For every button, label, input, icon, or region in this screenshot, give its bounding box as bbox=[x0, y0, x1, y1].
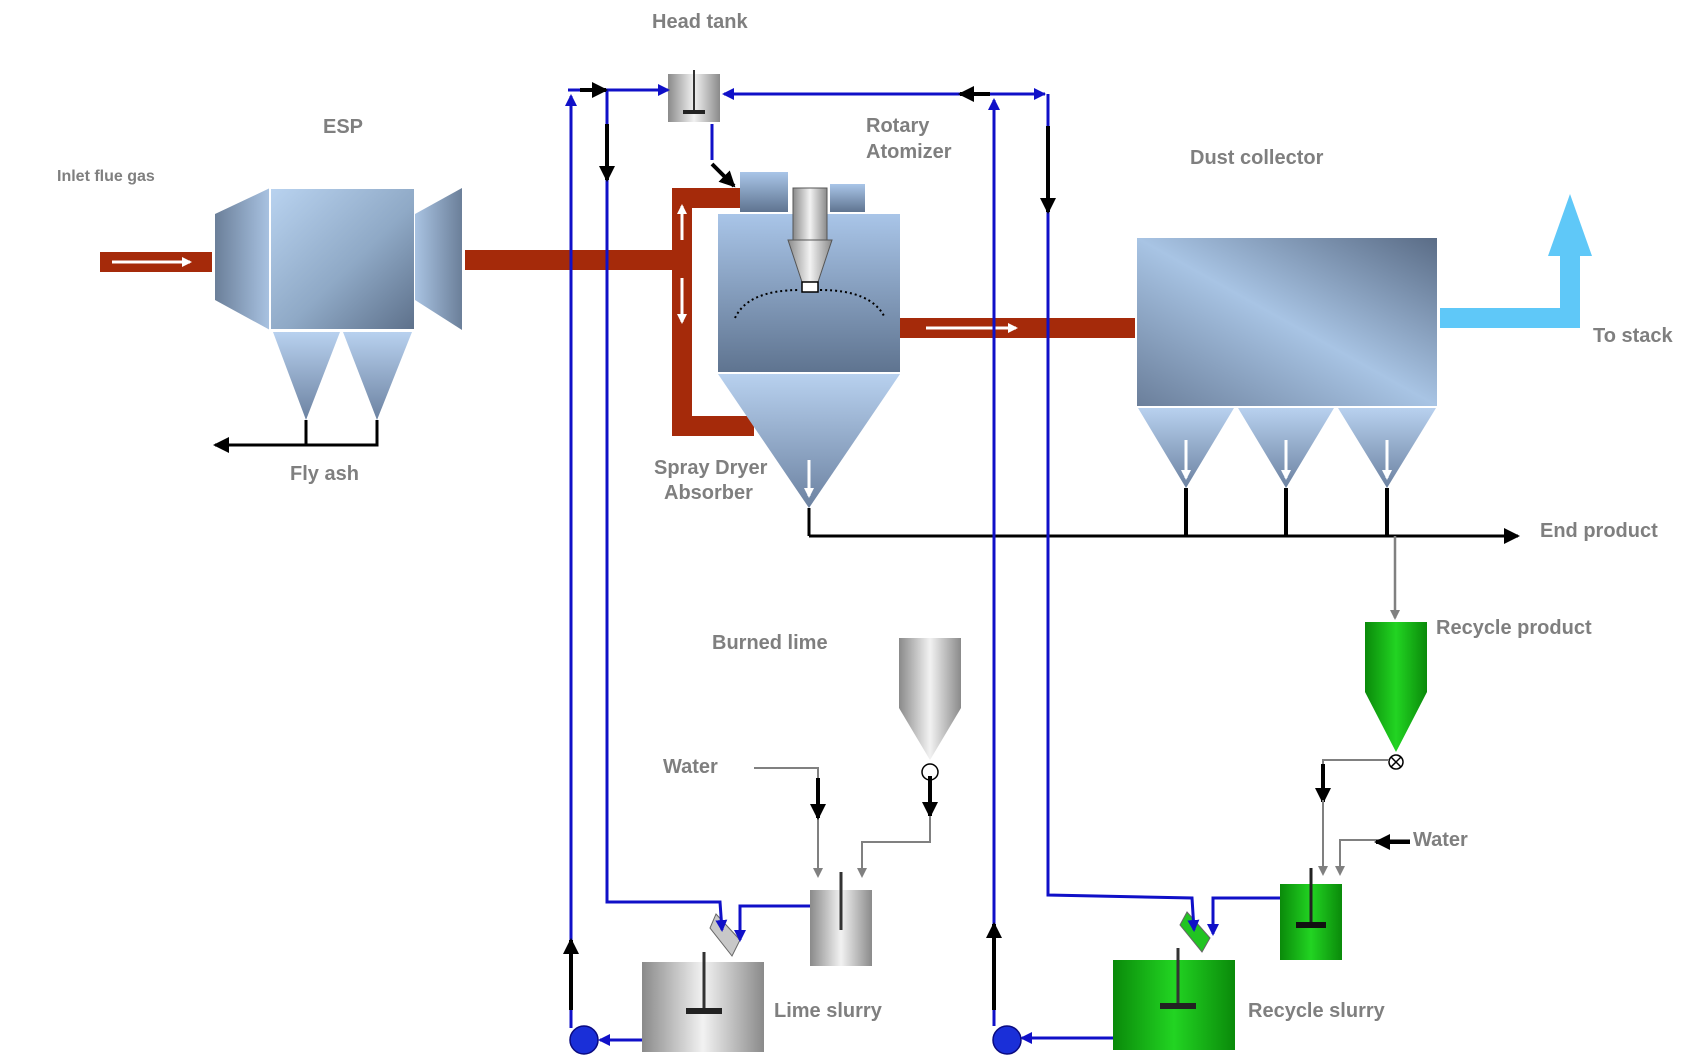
flue-gas-piping bbox=[100, 188, 1135, 436]
label-lime-slurry: Lime slurry bbox=[774, 1000, 883, 1022]
dust-collector bbox=[1137, 238, 1437, 488]
label-water-left: Water bbox=[663, 756, 718, 778]
burned-lime-silo bbox=[754, 638, 961, 878]
label-fly-ash: Fly ash bbox=[290, 463, 359, 485]
label-rotary-atomizer-1: Rotary bbox=[866, 115, 930, 137]
lime-slurry-pump bbox=[569, 1025, 599, 1055]
head-tank bbox=[668, 70, 720, 122]
labels: Head tank ESP Inlet flue gas Rotary Atom… bbox=[57, 11, 1674, 1022]
label-inlet-flue-gas: Inlet flue gas bbox=[57, 168, 155, 185]
recycle-mix-tank bbox=[1280, 868, 1342, 960]
label-recycle-slurry: Recycle slurry bbox=[1248, 1000, 1386, 1022]
lime-slurry-tank bbox=[642, 904, 810, 1052]
recycle-product-silo bbox=[1315, 622, 1427, 876]
label-burned-lime: Burned lime bbox=[712, 632, 828, 654]
recycle-slurry-tank bbox=[1113, 896, 1280, 1050]
recycle-slurry-pump bbox=[992, 1025, 1022, 1055]
esp-unit bbox=[213, 187, 462, 453]
label-to-stack: To stack bbox=[1593, 325, 1674, 347]
pumps bbox=[569, 1025, 1022, 1055]
slurry-lines bbox=[565, 84, 1200, 1046]
flow-arrows bbox=[563, 82, 1056, 1010]
label-dust-collector: Dust collector bbox=[1190, 147, 1324, 169]
label-rotary-atomizer-2: Atomizer bbox=[866, 141, 952, 163]
label-esp: ESP bbox=[323, 116, 363, 138]
label-water-right: Water bbox=[1413, 829, 1468, 851]
label-head-tank: Head tank bbox=[652, 11, 748, 33]
label-end-product: End product bbox=[1540, 520, 1658, 542]
clean-gas-to-stack bbox=[1440, 194, 1592, 328]
lime-mix-tank bbox=[810, 872, 872, 966]
end-product-line bbox=[807, 488, 1520, 620]
label-spray-dryer-2: Absorber bbox=[664, 482, 753, 504]
label-recycle-product: Recycle product bbox=[1436, 617, 1592, 639]
label-spray-dryer-1: Spray Dryer bbox=[654, 457, 768, 479]
rotary-atomizer bbox=[734, 187, 886, 319]
